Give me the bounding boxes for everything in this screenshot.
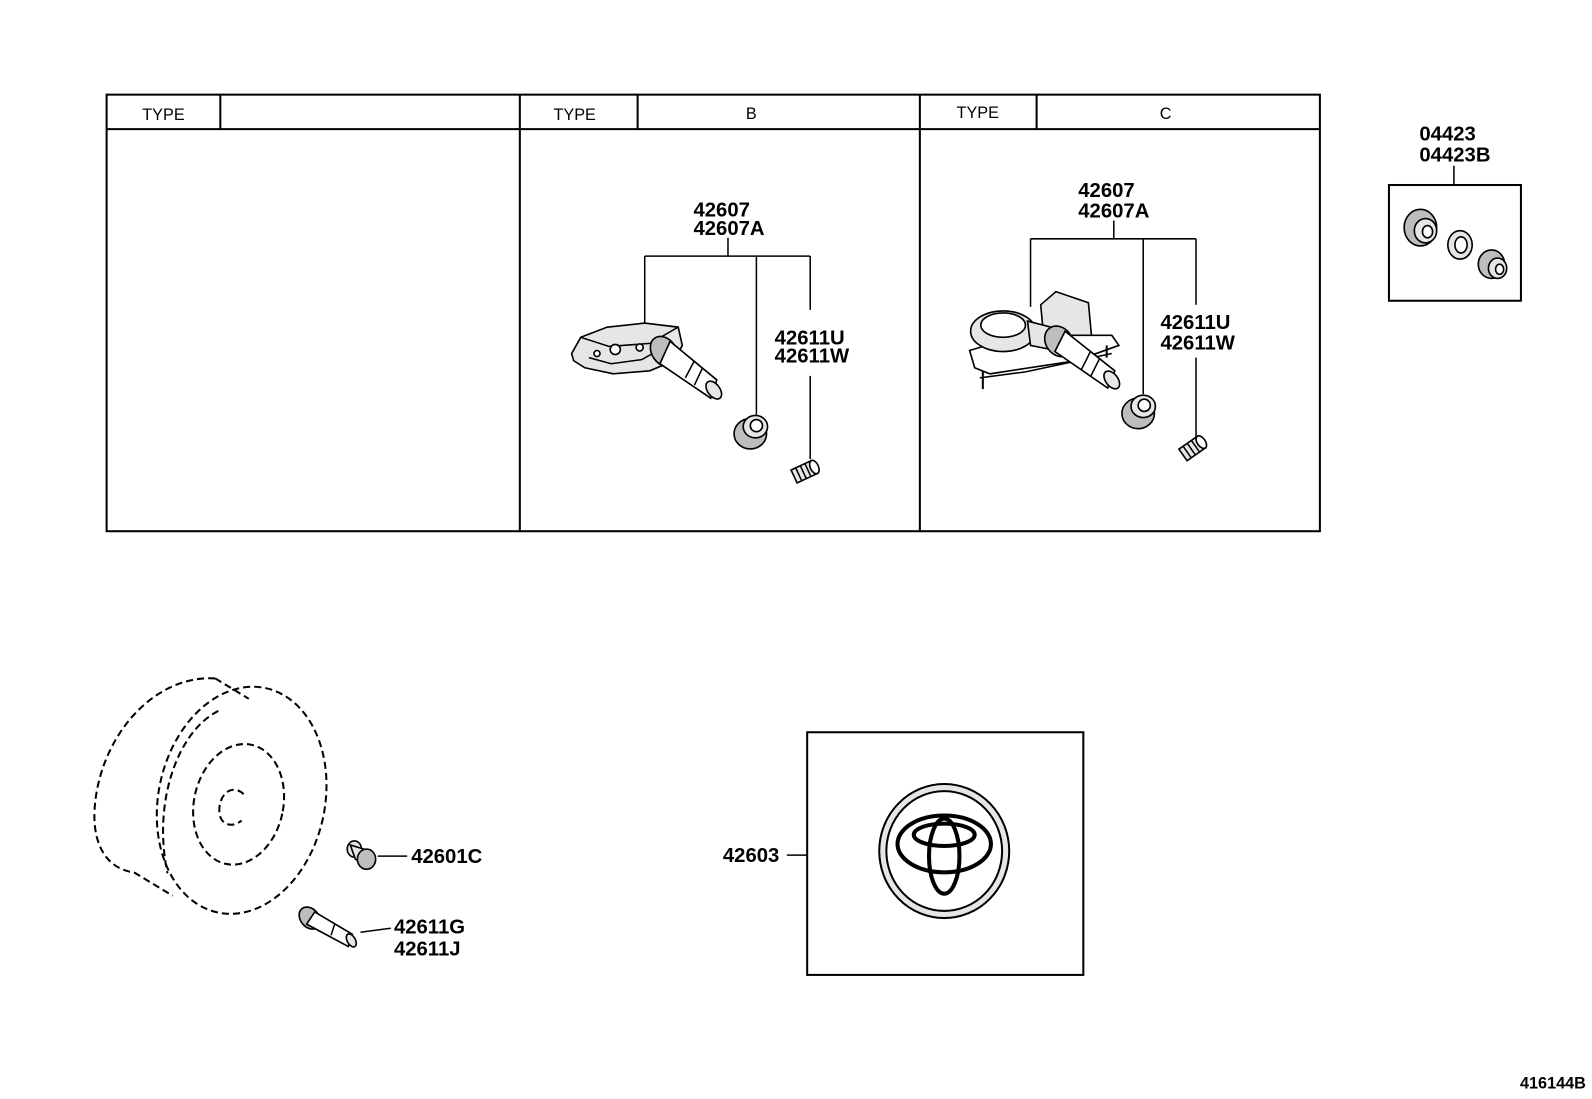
cap-inner [749, 418, 764, 433]
grommet [1403, 208, 1438, 247]
emblem-logo-top-oval [911, 821, 977, 849]
wheel-nut-base [356, 848, 377, 871]
wheel-nut-part-number: 42601C [411, 846, 482, 868]
panel-b-valve-core [790, 459, 820, 484]
wheel-hub [218, 788, 245, 826]
emblem-logo-horizontal-oval [895, 813, 993, 875]
sensor-housing-top-edge [580, 326, 679, 348]
panel-b-sensor-part-number-2: 42607A [693, 218, 764, 240]
type-table: TYPE TYPE B TYPE C [105, 93, 1321, 533]
panel-b: 42607 42607A 42611U 42611W [570, 199, 850, 484]
wheel-rim [192, 743, 286, 866]
seal-kit-box [1387, 183, 1522, 302]
sensor-housing-rib [588, 348, 661, 365]
seal-kit-part-number-2: 04423B [1419, 145, 1490, 167]
core-end [808, 459, 820, 475]
core-rib [799, 465, 807, 479]
panel-c-tpms-sensor [968, 290, 1121, 390]
tire-valve-stem [305, 910, 354, 948]
seal-kit-part-number-1: 04423 [1419, 123, 1475, 145]
panel-b-sensor-part-number-1: 42607 [693, 199, 749, 221]
sensor-hole [593, 349, 601, 358]
panel-c: 42607 42607A 42611U 42611W [968, 180, 1236, 462]
grommet-hole [1421, 224, 1434, 239]
panel-b-type-label: TYPE [553, 106, 596, 124]
tire-back-edge [93, 677, 216, 874]
ornament-part-number: 42603 [723, 845, 779, 867]
seal-kit: 04423 04423B [1387, 123, 1522, 302]
tire-bottom-edge [133, 871, 174, 897]
sensor-valve-stem [658, 340, 718, 400]
core-rib [1182, 445, 1192, 459]
figure-id: 416144B [1520, 1075, 1586, 1093]
tire-valve-ring [330, 922, 336, 936]
ornament: 42603 [723, 731, 1085, 976]
panel-a-type-label: TYPE [142, 106, 185, 124]
panel-b-type-value: B [746, 105, 757, 123]
panel-c-type-value: C [1160, 105, 1172, 123]
core-rib [1190, 439, 1201, 453]
sensor-screw [609, 343, 622, 356]
panel-c-valve-core [1177, 435, 1208, 462]
nut-hole [1494, 263, 1505, 276]
sensor-hole [635, 343, 645, 352]
tire-valve-part-number-1: 42611G [394, 916, 465, 938]
core-rib [1186, 442, 1197, 456]
stem-tip [705, 380, 723, 400]
panel-b-core-part-number-2: 42611W [775, 346, 850, 368]
tire-front-face [155, 685, 328, 915]
cap-inner [1137, 398, 1152, 413]
panel-b-tpms-sensor [570, 322, 723, 400]
tire-valve-leader [360, 927, 391, 934]
emblem-logo-vertical-oval [926, 816, 962, 896]
stem-ring [684, 360, 696, 379]
tire-sidewall-arc [162, 710, 219, 874]
panel-c-core-part-number-1: 42611U [1160, 312, 1230, 334]
ornament-box [806, 731, 1085, 976]
core-rib [804, 463, 812, 477]
washer [1447, 229, 1474, 260]
panel-c-sensor-part-number-1: 42607 [1078, 180, 1134, 202]
tire-valve-part-number-2: 42611J [394, 939, 461, 961]
table-frame [105, 93, 1321, 533]
panel-c-core-part-number-2: 42611W [1160, 332, 1235, 354]
sensor-dome-top [979, 312, 1027, 339]
core-rib [795, 467, 803, 482]
panel-c-valve-cap [1121, 394, 1157, 430]
nut [1477, 249, 1508, 280]
tire-valve-tip [345, 933, 358, 948]
panel-b-valve-cap [733, 414, 769, 450]
panel-c-sensor-part-number-2: 42607A [1078, 200, 1149, 222]
wheel-nut: 42601C [346, 840, 483, 871]
stem-ring [1089, 358, 1101, 378]
stem-tip [1103, 370, 1121, 390]
tire-valve: 42611G 42611J [298, 906, 465, 961]
core-end [1195, 435, 1208, 450]
stem-ring [693, 367, 704, 386]
stem-ring [1080, 351, 1092, 371]
washer-inner [1454, 235, 1468, 254]
tire-wheel [93, 677, 328, 915]
tire-top-edge [214, 677, 250, 700]
sensor-valve-stem [1053, 329, 1116, 390]
panel-b-core-part-number-1: 42611U [775, 327, 845, 349]
panel-c-type-label: TYPE [957, 104, 1000, 122]
